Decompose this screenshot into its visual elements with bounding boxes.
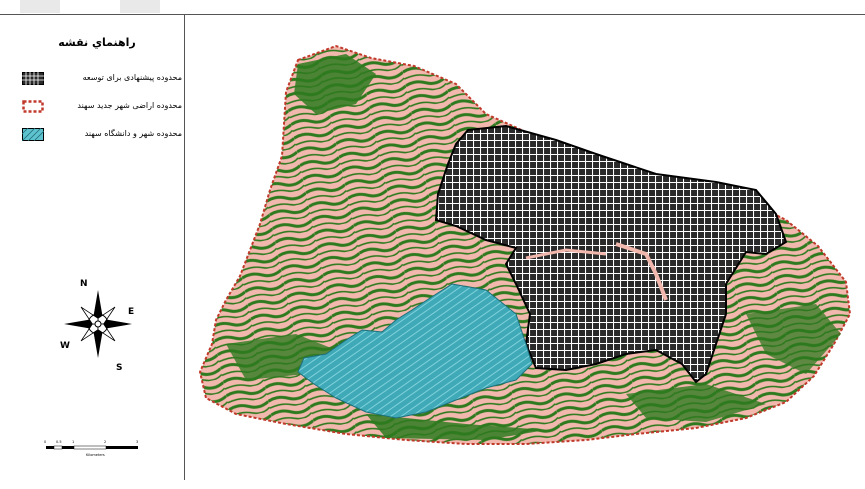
proposed-development-area [434,124,788,384]
legend-label: محدوده پیشنهادی برای توسعه [82,73,182,82]
grid-swatch-icon [22,72,44,85]
legend-label: محدوده اراضی شهر جدید سهند [77,101,182,110]
legend-item-proposed: محدوده پیشنهادی برای توسعه [22,70,182,88]
south-label: S [116,363,122,372]
vegetation-area [294,54,376,114]
dashed-boundary-swatch-icon [22,100,44,113]
vegetation-area [746,304,841,374]
legend-label: محدوده شهر و دانشگاه سهند [84,129,182,138]
vegetation-area [626,384,766,422]
west-label: W [60,341,70,351]
vegetation-area [366,414,546,440]
compass-rose-icon: N E S W [60,279,134,372]
scale-tick-label: 0 [44,440,46,444]
map-canvas [198,44,852,445]
tab-ghost [20,0,60,13]
legend-panel: راهنماي نقشه محدوده پیشنهادی برای توسعه … [8,14,185,480]
east-label: E [128,307,134,317]
top-border [0,0,865,15]
scale-bar: 0 0.5 1 2 3 Kilometers [44,440,138,457]
hatched-swatch-icon [22,128,44,141]
scale-tick-label: 3 [136,440,138,444]
river-channel [525,248,607,260]
legend-title: راهنماي نقشه [58,36,136,49]
scale-tick-label: 0.5 [56,440,62,444]
legend-item-university: محدوده شهر و دانشگاه سهند [22,126,182,144]
scale-tick-label: 1 [72,440,74,444]
scale-unit-label: Kilometers [86,453,105,457]
north-label: N [80,279,88,289]
city-university-area [297,283,533,419]
legend-item-city-lands: محدوده اراضی شهر جدید سهند [22,98,182,116]
river-channel [615,242,668,301]
tab-ghost [120,0,160,13]
scale-tick-label: 2 [104,440,106,444]
